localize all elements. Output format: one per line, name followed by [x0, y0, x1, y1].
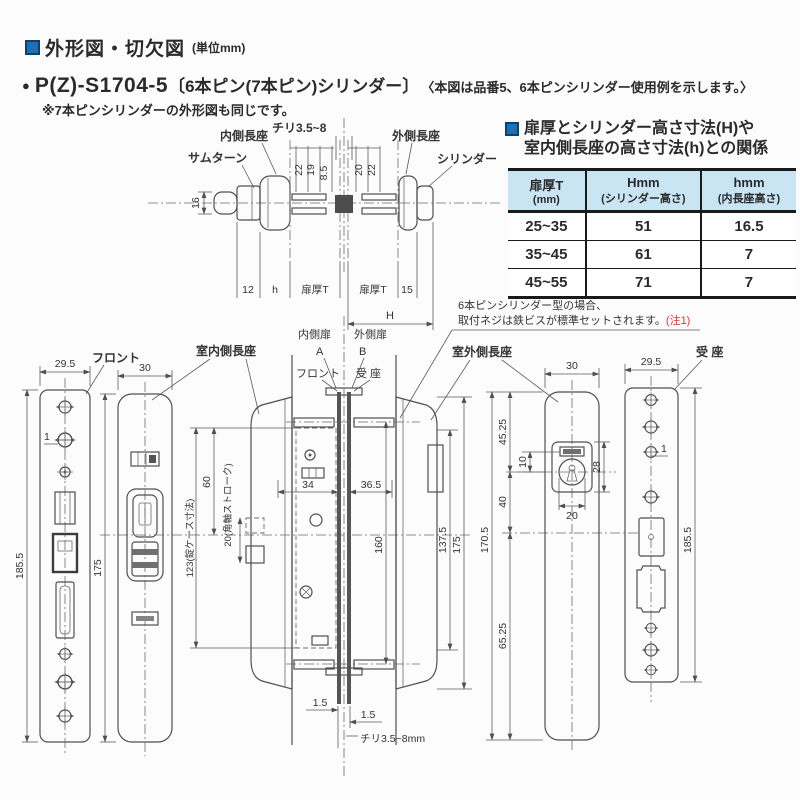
- col-H: Hmm (シリンダー高さ): [584, 169, 701, 213]
- dim-16: 16: [190, 197, 202, 209]
- outer-rose-label: 外側長座: [392, 128, 440, 143]
- dim-20: 20: [353, 164, 365, 176]
- outer-door-label: 外側扉: [354, 328, 387, 341]
- gap-label: チリ3.5~8: [272, 121, 327, 135]
- cylinder-profile: [427, 444, 444, 493]
- keyhole: [558, 458, 586, 486]
- product-code: P(Z)-S1704-5: [34, 74, 169, 97]
- inner-door-label: 内側扉: [298, 327, 331, 341]
- lock-case-outline: [295, 427, 337, 649]
- table-section-heading: 扉厚とシリンダー高さ寸法(H)や 室内側長座の高さ寸法(h)との関係: [505, 119, 800, 159]
- dim-175: 175: [451, 536, 463, 554]
- front-label-2: フロント: [296, 368, 340, 380]
- table-heading-line1: 扉厚とシリンダー高さ寸法(H)や: [524, 120, 755, 137]
- dim-34: 34: [302, 479, 314, 491]
- dim-1-5-a: 1.5: [313, 697, 328, 709]
- col-door-thickness: 扉厚T (mm): [508, 169, 586, 213]
- top-section-drawing: 16 22 19 8.5 20 22: [148, 118, 502, 330]
- dim-65-25: 65.25: [497, 623, 509, 649]
- front-offset-dim: 1: [44, 431, 50, 443]
- section-marker-icon: [505, 122, 519, 136]
- case-section-drawing: 20(角軸ストローク) 123(錠ケース寸法) 60 内側扉 A 外側扉 B フ…: [184, 298, 700, 776]
- cylinder-shape: [416, 185, 434, 221]
- table-heading-text: 扉厚とシリンダー高さ寸法(H)や 室内側長座の高さ寸法(h)との関係: [524, 119, 768, 159]
- unit-note: (単位mm): [192, 41, 246, 55]
- strike-offset-dim: 1: [661, 443, 667, 455]
- door-B-label: B: [359, 346, 366, 358]
- strike-plate-drawing: 29.5 受 座 185.5 1: [624, 344, 723, 702]
- dim-60: 60: [201, 476, 213, 488]
- table-row: 45~55 71 7: [508, 268, 796, 298]
- inner-rose-width-dim: 30: [139, 362, 151, 374]
- thickness-relation-table: 扉厚T (mm) Hmm (シリンダー高さ) hmm (内長座高さ) 25~35…: [508, 168, 796, 299]
- table-heading-line2: 室内側長座の高さ寸法(h)との関係: [524, 140, 769, 157]
- product-sub-note: ※7本ピンシリンダーの外形図も同じです。: [42, 103, 295, 118]
- col-h: hmm (内長座高さ): [699, 169, 796, 213]
- dim-20b: 20: [566, 510, 578, 522]
- strike-label-2: 受 座: [356, 366, 381, 380]
- outer-rose-drawing: 30 室外側長座 28 20 10 45.25: [430, 344, 610, 752]
- latch-hole: [636, 565, 666, 613]
- door-A-label: A: [316, 346, 324, 358]
- outer-rose-label-2: 室外側長座: [452, 344, 512, 359]
- dim-15: 15: [401, 284, 413, 296]
- dim-10: 10: [517, 456, 529, 468]
- bullet-icon: ●: [22, 78, 30, 93]
- table-row: 35~45 61 7: [508, 240, 796, 269]
- dim-22-right: 22: [366, 164, 378, 176]
- inner-rose-drawing: 30 室内側長座 175: [92, 343, 260, 756]
- thumbturn-label: サムターン: [188, 151, 247, 165]
- cylinder-label: シリンダー: [437, 151, 497, 166]
- dim-170-5: 170.5: [479, 527, 491, 553]
- page-title: 外形図・切欠図: [45, 39, 186, 60]
- cylinder-face: [551, 441, 593, 493]
- table-header-row: 扉厚T (mm) Hmm (シリンダー高さ) hmm (内長座高さ): [508, 169, 796, 213]
- note-line1: 6本ピンシリンダー型の場合、: [458, 298, 607, 312]
- dim-19: 19: [305, 164, 317, 176]
- inner-rose-height-dim: 175: [92, 559, 104, 577]
- gap-mm-label: チリ3.5~8mm: [360, 733, 425, 745]
- dim-36-5: 36.5: [361, 479, 382, 491]
- product-usage-note: 〈本図は品番5、6本ピンシリンダー使用例を示します。〉: [421, 80, 753, 95]
- front-plate-drawing: 29.5 フロント 185.5 1: [14, 351, 140, 756]
- inner-rose-label: 内側長座: [220, 128, 268, 143]
- product-title: ● P(Z)-S1704-5 〔6本ピン(7本ピン)シリンダー〕 〈本図は品番5…: [22, 72, 753, 98]
- dim-40: 40: [497, 496, 509, 508]
- dim-160: 160: [373, 536, 385, 554]
- dim-door-T1: 扉厚T: [301, 283, 329, 296]
- strike-label: 受 座: [696, 344, 723, 359]
- dim-h: h: [272, 284, 278, 296]
- dim-door-T2: 扉厚T: [359, 283, 387, 296]
- dim-137-5: 137.5: [437, 527, 449, 553]
- outer-rose-width-dim: 30: [566, 360, 578, 372]
- dim-H: H: [386, 310, 394, 322]
- dim-8-5: 8.5: [318, 166, 330, 181]
- case-size-dim: 123(錠ケース寸法): [184, 499, 196, 578]
- dim-45-25: 45.25: [497, 419, 509, 445]
- spindle-hub: [335, 195, 353, 213]
- section-marker-icon: [25, 40, 40, 55]
- bottom-drawings: 29.5 フロント 185.5 1: [14, 298, 723, 776]
- strike-height-dim: 185.5: [682, 527, 694, 553]
- front-label: フロント: [92, 351, 140, 365]
- spindle-stroke-dim: 20(角軸ストローク): [222, 463, 234, 546]
- front-height-dim: 185.5: [14, 553, 26, 579]
- note-ref: (注1): [666, 313, 690, 327]
- table-row: 25~35 51 16.5: [508, 211, 796, 241]
- thumbturn-assembly: [126, 488, 164, 582]
- strike-width-dim: 29.5: [641, 356, 662, 368]
- inner-rose-label: 室内側長座: [196, 343, 256, 358]
- note-line2: 取付ネジは鉄ビスが標準セットされます。(注1): [458, 313, 690, 327]
- dim-1-5-b: 1.5: [361, 709, 376, 721]
- page-header: 外形図・切欠図 (単位mm): [25, 34, 245, 61]
- dim-28: 28: [591, 461, 603, 473]
- dim-22-left: 22: [293, 164, 305, 176]
- product-spec: 〔6本ピン(7本ピン)シリンダー〕: [168, 77, 420, 96]
- dim-12: 12: [242, 284, 254, 296]
- front-width-dim: 29.5: [55, 358, 76, 370]
